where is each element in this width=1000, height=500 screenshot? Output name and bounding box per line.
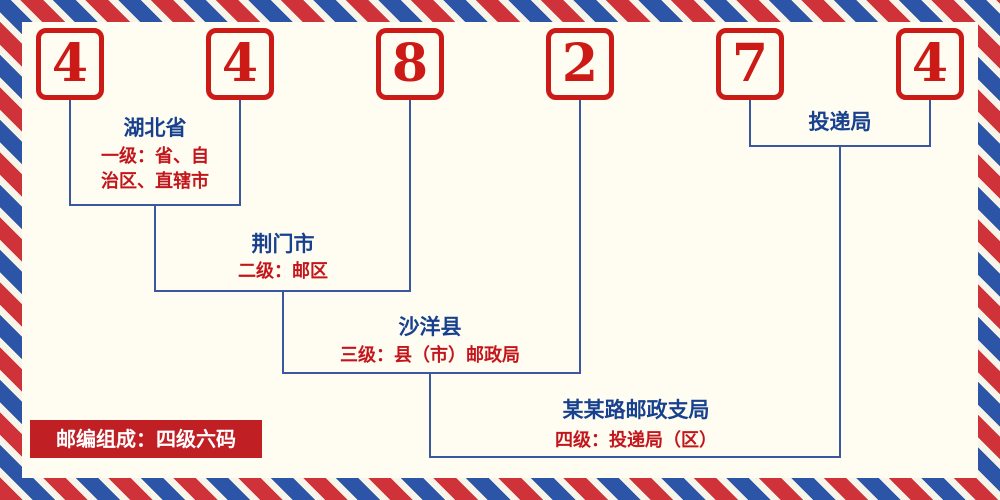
level4-step-connector-line: [429, 372, 431, 458]
delivery-right-connector-line: [929, 100, 931, 147]
postal-digit-5: 7: [731, 33, 769, 94]
level1-right-connector-line: [239, 100, 241, 206]
postal-digit-2: 4: [221, 33, 259, 94]
digit-box-1: 4: [36, 28, 104, 100]
digit-box-6: 4: [896, 28, 964, 100]
level3-place-name: 沙洋县: [398, 315, 462, 339]
level3-digit-connector-line: [579, 100, 581, 374]
level3-bottom-connector-line: [282, 372, 581, 374]
digit-box-4: 2: [546, 28, 614, 100]
level4-description: 四级：投递局（区）: [555, 430, 717, 451]
postal-code-composition-badge: 邮编组成：四级六码: [30, 420, 262, 458]
digit-box-5: 7: [716, 28, 784, 100]
digit-box-3: 8: [376, 28, 444, 100]
level3-step-connector-line: [282, 290, 284, 374]
level2-place-name: 荆门市: [251, 232, 315, 256]
postal-digit-6: 4: [911, 33, 949, 94]
level2-step-connector-line: [154, 204, 156, 292]
diagram-background: [22, 22, 978, 478]
level2-digit-connector-line: [409, 100, 411, 292]
level1-description-line2: 治区、直辖市: [101, 171, 209, 192]
delivery-left-connector-line: [749, 100, 751, 147]
delivery-office-label: 投递局: [808, 110, 872, 134]
level1-left-connector-line: [69, 100, 71, 206]
level3-description: 三级：县（市）邮政局: [340, 345, 520, 366]
level2-description: 二级：邮区: [238, 261, 328, 282]
postal-digit-3: 8: [391, 33, 429, 94]
level1-place-name: 湖北省: [123, 116, 187, 140]
delivery-to-level4-connector-line: [839, 145, 841, 458]
level4-bottom-connector-line: [429, 456, 841, 458]
postal-digit-1: 4: [51, 33, 89, 94]
digit-box-2: 4: [206, 28, 274, 100]
level4-place-name: 某某路邮政支局: [562, 398, 710, 422]
level1-description: 一级：省、自 治区、直辖市: [60, 144, 250, 194]
level1-description-line1: 一级：省、自: [101, 146, 209, 167]
postal-digit-4: 2: [561, 33, 599, 94]
